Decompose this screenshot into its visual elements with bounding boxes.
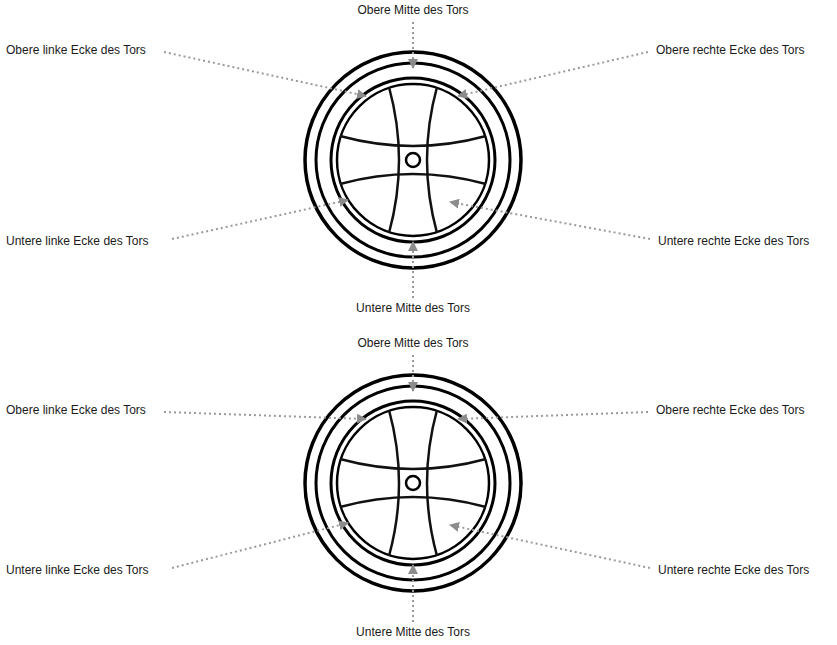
leader-line (458, 52, 648, 96)
callout-label: Obere rechte Ecke des Tors (655, 403, 806, 417)
callout-label: Untere linke Ecke des Tors (5, 563, 150, 577)
leader-line (412, 22, 414, 68)
callout-label: Obere linke Ecke des Tors (5, 43, 147, 57)
callout-label: Untere Mitte des Tors (355, 625, 471, 639)
callout-label: Obere rechte Ecke des Tors (655, 43, 806, 57)
leader-line (412, 355, 414, 391)
callout-label: Untere linke Ecke des Tors (5, 234, 150, 248)
callout-label: Untere Mitte des Tors (355, 301, 471, 315)
callout-label: Untere rechte Ecke des Tors (657, 234, 810, 248)
callout-label: Obere linke Ecke des Tors (5, 403, 147, 417)
leader-line (172, 200, 348, 239)
wheel (305, 52, 521, 268)
callout-label: Obere Mitte des Tors (356, 3, 469, 17)
leader-line (412, 565, 414, 622)
leader-line (412, 242, 414, 298)
leader-line (172, 523, 348, 568)
callout-label: Untere rechte Ecke des Tors (657, 563, 810, 577)
leader-line (450, 202, 650, 239)
leader-line (458, 412, 648, 419)
leader-line (450, 525, 650, 568)
wheel (305, 375, 521, 591)
callout-label: Obere Mitte des Tors (356, 336, 469, 350)
leader-line (164, 412, 366, 419)
leader-line (164, 52, 366, 96)
